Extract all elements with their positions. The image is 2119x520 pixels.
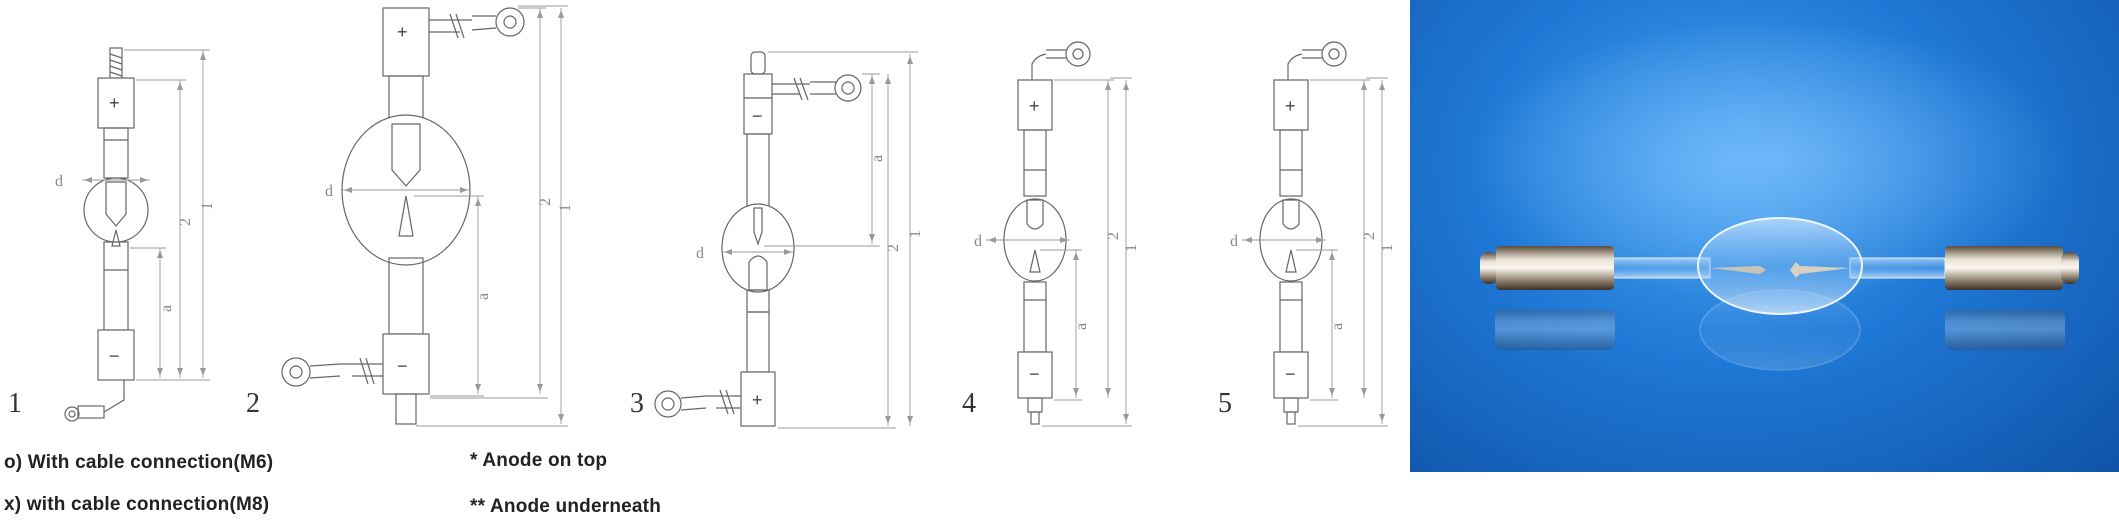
lamp-diagram-4: + − d a 2 1 4 xyxy=(962,41,1140,427)
ring-terminal xyxy=(834,74,862,102)
legend-anode-underneath: ** Anode underneath xyxy=(470,496,661,517)
bulb xyxy=(721,203,795,293)
cathode-cap xyxy=(1017,351,1053,399)
lamp-number: 1 xyxy=(8,388,22,419)
lamp-number: 2 xyxy=(246,388,260,419)
anode-cap xyxy=(382,7,430,77)
ring-terminal-lower xyxy=(654,390,682,418)
dim-1-label: 1 xyxy=(199,202,216,210)
lamp-diagram-2: + − d a 2 xyxy=(246,5,574,427)
dim-d-label: d xyxy=(974,233,982,250)
dim-d-label: d xyxy=(1230,233,1238,250)
legend-anode-top: * Anode on top xyxy=(470,450,608,471)
lamp-diagrams: + − d a 2 1 1 xyxy=(8,5,1396,429)
dim-2-label: 2 xyxy=(885,244,902,252)
dim-d-label: d xyxy=(696,245,704,262)
dim-a-label: a xyxy=(869,155,886,162)
minus-sign: − xyxy=(1029,364,1040,384)
minus-sign: − xyxy=(109,346,120,366)
ring-terminal-lower xyxy=(281,357,311,387)
ring-terminal xyxy=(1065,41,1091,67)
minus-sign: − xyxy=(397,356,408,376)
lamp-diagram-1: + − d a 2 1 1 xyxy=(8,47,216,422)
minus-sign: − xyxy=(1285,364,1296,384)
legend-cable-m6: o) With cable connection(M6) xyxy=(4,452,274,473)
dim-a-label: a xyxy=(158,305,175,312)
plus-sign: + xyxy=(109,93,120,113)
dim-2-label: 2 xyxy=(537,198,554,206)
ring-terminal xyxy=(495,7,525,37)
cathode-cap xyxy=(743,97,773,135)
lamp-photo xyxy=(1410,0,2119,472)
dim-d-label: d xyxy=(325,183,333,200)
dim-a-label: a xyxy=(475,293,492,300)
dim-1-label: 1 xyxy=(557,204,574,212)
dim-1-label: 1 xyxy=(907,230,924,238)
dim-2-label: 2 xyxy=(1361,232,1378,240)
dim-1-label: 1 xyxy=(1379,244,1396,252)
cathode-cap xyxy=(1273,351,1309,399)
plus-sign: + xyxy=(397,22,408,42)
anode-cap xyxy=(1273,79,1309,131)
anode-cap xyxy=(740,371,776,427)
lamp-photo-illustration xyxy=(1470,20,2079,371)
dim-1-label: 1 xyxy=(1123,244,1140,252)
legend-cable-m8: x) with cable connection(M8) xyxy=(4,494,270,515)
lamp-number: 5 xyxy=(1218,388,1232,419)
lamp-number: 4 xyxy=(962,388,976,419)
dim-2-label: 2 xyxy=(177,218,194,226)
dim-d-label: d xyxy=(55,173,63,190)
lamp-diagram-3: − + d a 2 xyxy=(630,51,924,429)
ring-terminal xyxy=(1321,41,1347,67)
dim-a-label: a xyxy=(1329,323,1346,330)
minus-sign: − xyxy=(752,106,763,126)
anode-cap xyxy=(1017,79,1053,131)
cathode-cap xyxy=(97,329,135,381)
lamp-number: 3 xyxy=(630,388,644,419)
plus-sign: + xyxy=(752,390,763,410)
dim-a-label: a xyxy=(1073,323,1090,330)
plus-sign: + xyxy=(1285,96,1296,116)
top-stud xyxy=(750,51,766,75)
lamp-diagram-5: + − d a 2 1 5 xyxy=(1218,41,1396,427)
dim-2-label: 2 xyxy=(1105,232,1122,240)
ring-terminal xyxy=(64,406,80,422)
plus-sign: + xyxy=(1029,96,1040,116)
